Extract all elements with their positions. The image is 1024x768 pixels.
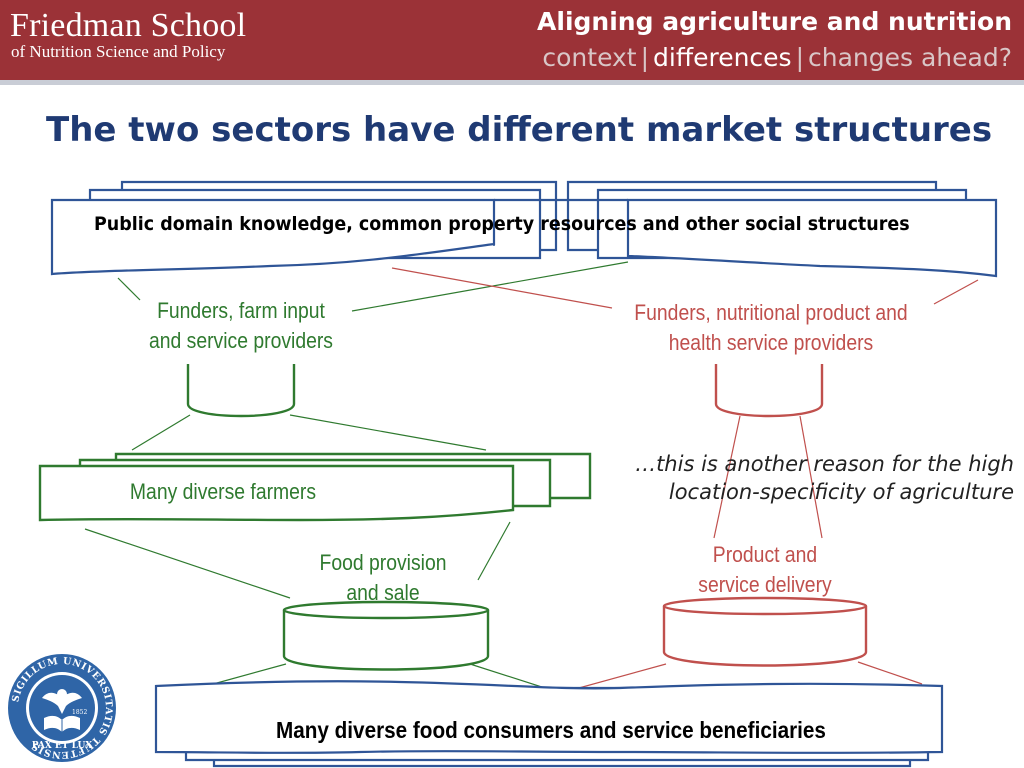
agri-funders-line1: Funders, farm input (157, 298, 325, 323)
presentation-title: Aligning agriculture and nutrition (537, 7, 1012, 36)
product-delivery-cylinder (662, 596, 868, 667)
consumers-label: Many diverse food consumers and service … (276, 717, 826, 743)
university-seal-icon: SIGILLUM UNIVERSITATIS TUFTENSIS 1852 PA… (8, 654, 116, 762)
header-bar: Friedman School of Nutrition Science and… (0, 0, 1024, 80)
nav-changes-ahead: changes ahead? (808, 43, 1012, 72)
agri-funders-cylinder (186, 364, 296, 418)
school-logo-name: Friedman School (10, 7, 247, 44)
nutrition-funders-line1: Funders, nutritional product and (634, 300, 908, 325)
nutrition-funders-cylinder (714, 364, 824, 418)
nav-separator: | (640, 43, 650, 72)
nav-differences: differences (653, 43, 792, 72)
agri-funders-label: Funders, farm input and service provider… (140, 296, 342, 356)
slide-title: The two sectors have different market st… (46, 110, 993, 150)
consumers-box (154, 680, 944, 768)
nav-context: context (542, 43, 637, 72)
school-logo-subtitle: of Nutrition Science and Policy (11, 42, 226, 61)
product-delivery-line2: service delivery (698, 572, 832, 597)
farmers-box (38, 452, 592, 522)
food-provision-line2: and sale (346, 580, 420, 605)
food-provision-line1: Food provision (319, 550, 447, 575)
food-provision-cylinder (282, 600, 490, 671)
public-domain-label: Public domain knowledge, common property… (94, 213, 910, 235)
food-provision-label: Food provision and sale (308, 548, 458, 608)
seal-motto: PAX ET LUX (32, 741, 93, 751)
product-delivery-label: Product and service delivery (683, 540, 847, 600)
nav-separator: | (795, 43, 805, 72)
seal-year: 1852 (72, 709, 87, 716)
header-divider (0, 80, 1024, 85)
agri-funders-line2: and service providers (148, 328, 334, 353)
annotation-line2: location-specificity of agriculture (668, 480, 1014, 504)
public-domain-box (50, 180, 998, 278)
annotation-line1: …this is another reason for the high (635, 452, 1014, 476)
product-delivery-line1: Product and (712, 542, 818, 567)
farmers-label: Many diverse farmers (129, 479, 317, 504)
section-nav: context|differences|changes ahead? (542, 42, 1012, 74)
annotation-text: …this is another reason for the high loc… (635, 450, 1014, 506)
nutrition-funders-label: Funders, nutritional product and health … (626, 298, 916, 358)
nutrition-funders-line2: health service providers (668, 330, 874, 355)
